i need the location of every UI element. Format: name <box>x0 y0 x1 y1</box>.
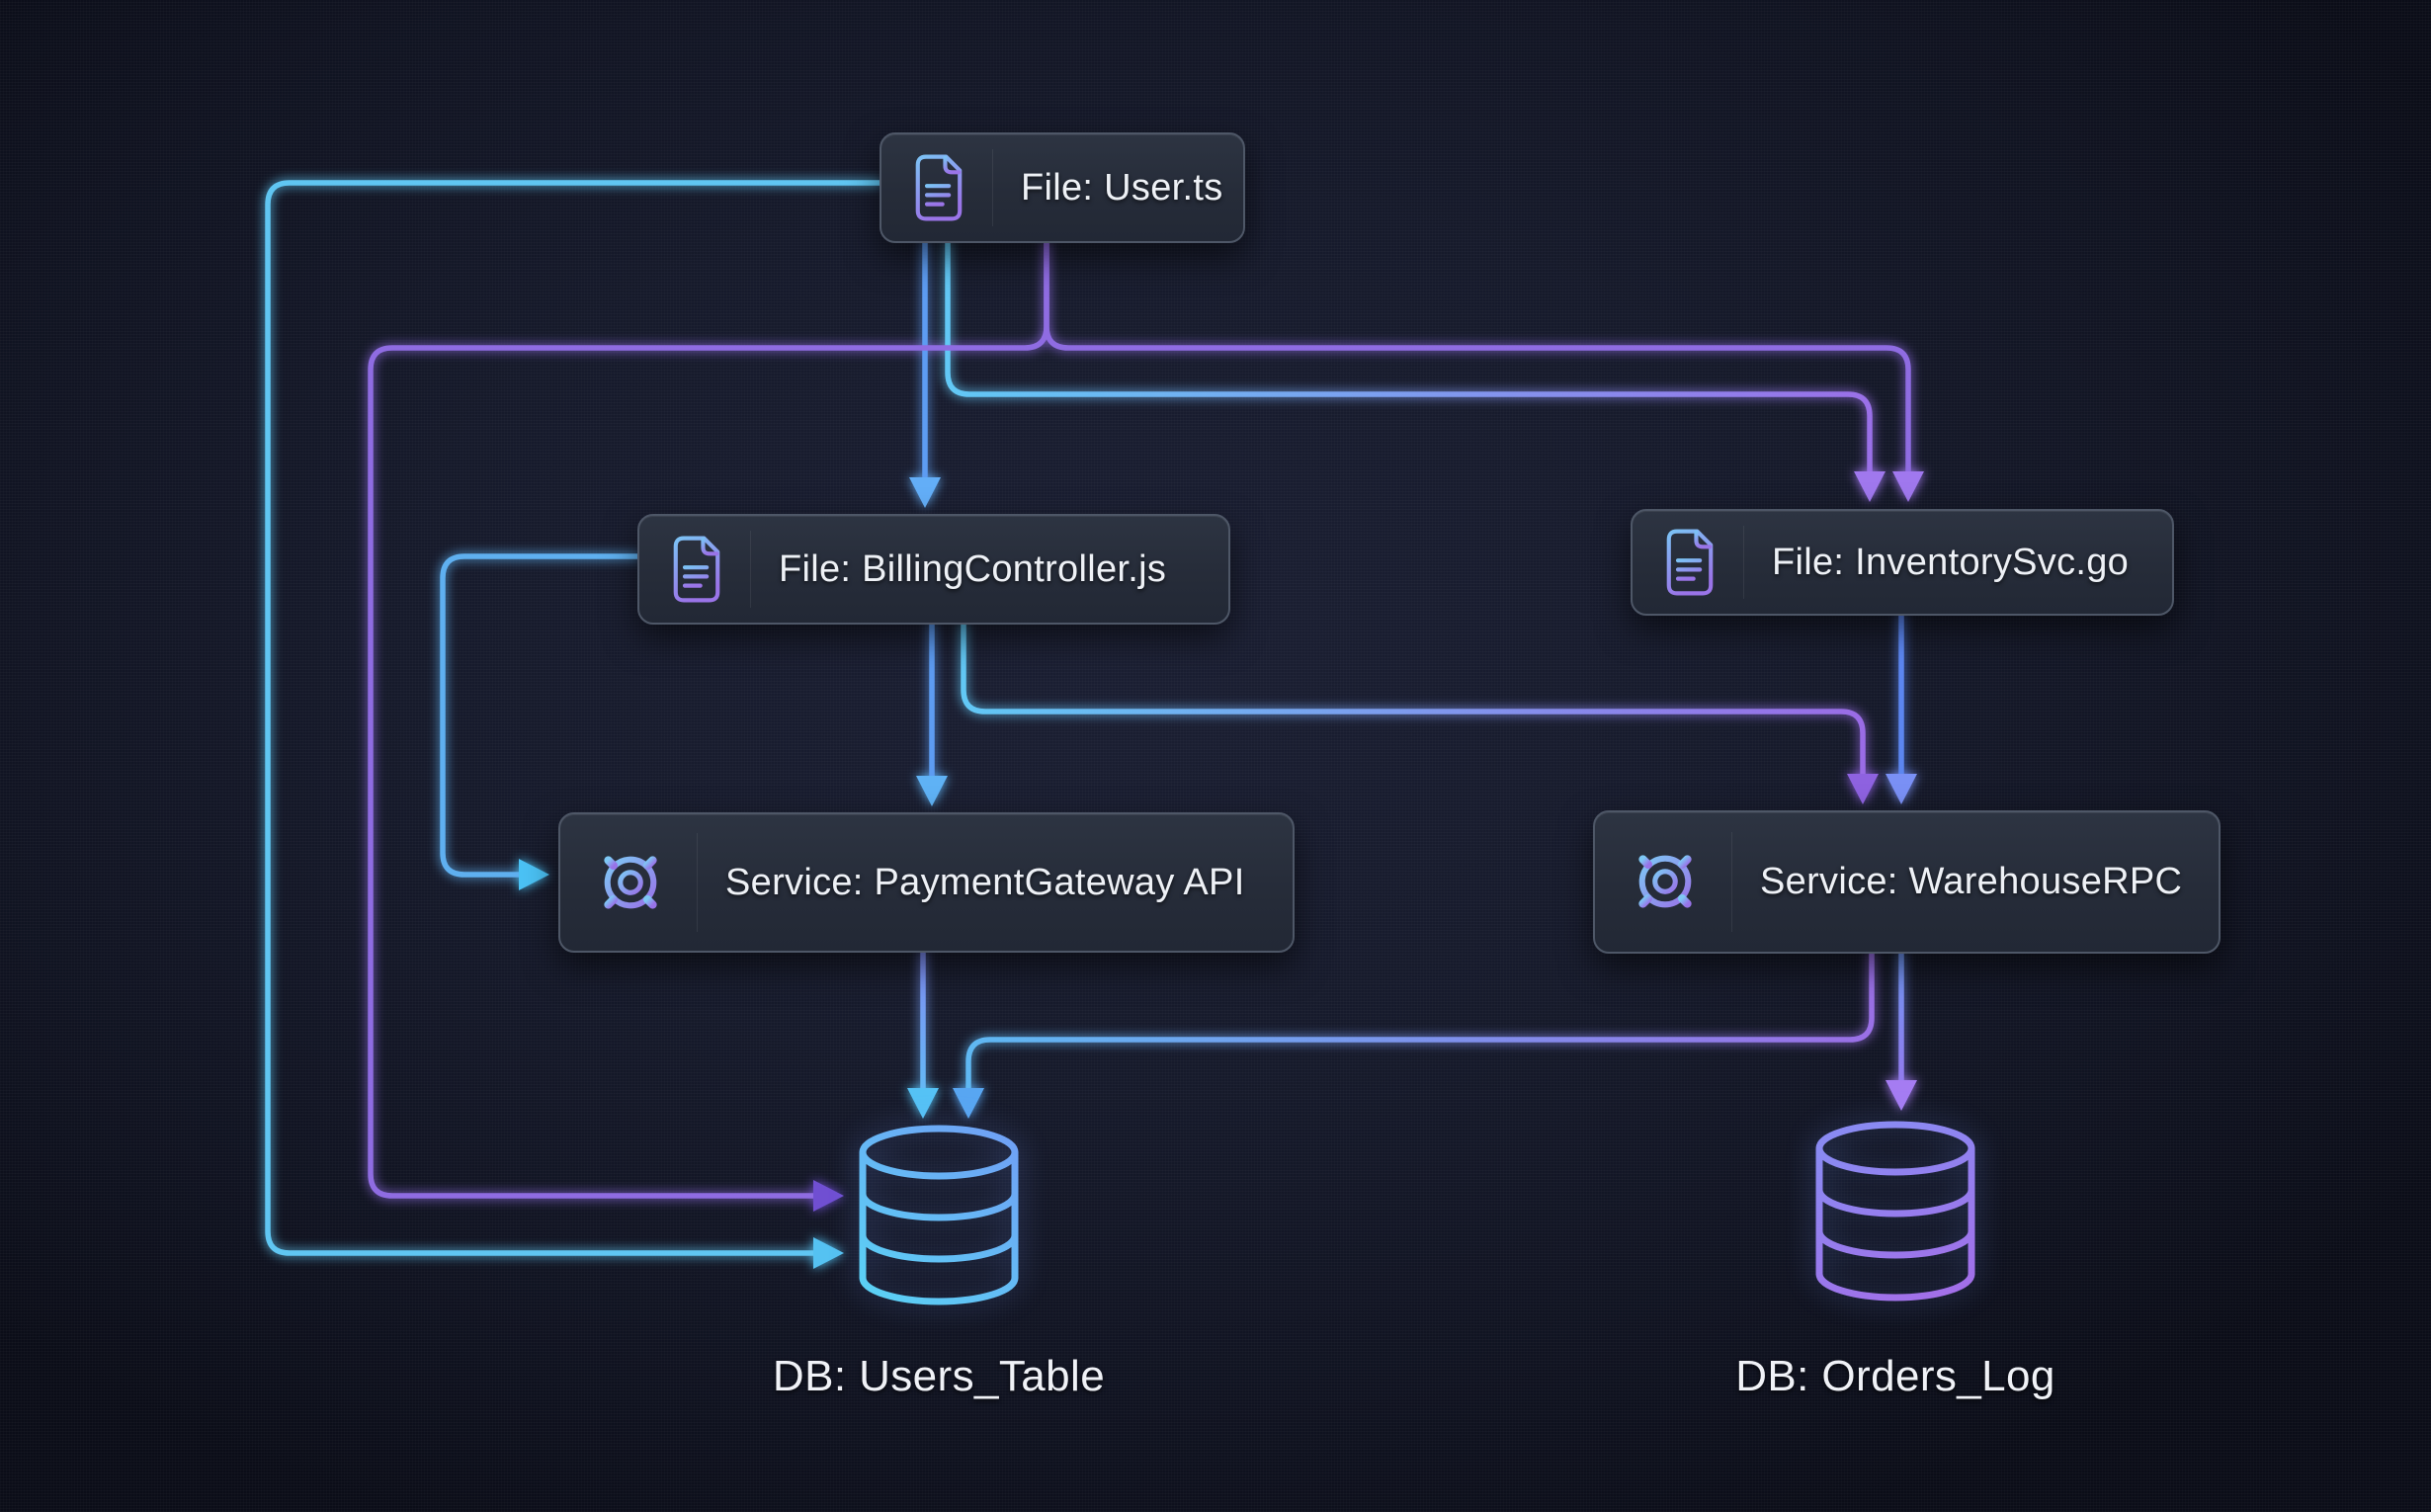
node-db-users-table[interactable] <box>855 1125 1023 1314</box>
arrowhead <box>916 776 948 806</box>
database-icon <box>1815 1121 1975 1302</box>
node-file-billing-controller[interactable]: File: BillingController.js <box>637 514 1230 625</box>
node-file-user-ts[interactable]: File: User.ts <box>880 132 1245 243</box>
arrowhead <box>1892 471 1924 502</box>
node-label: Service: PaymentGateway API <box>725 861 1245 903</box>
node-service-payment-gateway[interactable]: Service: PaymentGateway API <box>558 812 1295 953</box>
gear-icon <box>1625 831 1732 933</box>
edge-billing-payment-loop <box>440 553 640 878</box>
arrowhead <box>907 1088 939 1119</box>
edge-user-inventory-outer <box>1044 240 1911 475</box>
db-orders-log-label: DB: Orders_Log <box>1735 1352 2055 1400</box>
arrowhead <box>813 1180 844 1212</box>
arrowhead <box>953 1088 984 1119</box>
node-label: File: InventorySvc.go <box>1772 541 2130 583</box>
edge-user-usersdb-purple <box>368 240 1049 1199</box>
arrowhead <box>813 1237 844 1269</box>
file-icon <box>1662 525 1744 600</box>
node-label: Service: WarehouseRPC <box>1760 861 2183 902</box>
db-users-table-label: DB: Users_Table <box>772 1352 1106 1400</box>
arrowhead <box>519 859 549 890</box>
arrowhead <box>1847 774 1879 804</box>
node-label: File: BillingController.js <box>779 547 1167 590</box>
database-icon <box>859 1125 1019 1305</box>
arrowhead <box>1886 1080 1917 1111</box>
edge-warehouse-usersdb <box>965 951 1875 1092</box>
edge-billing-warehouse <box>961 622 1866 778</box>
file-icon <box>911 149 993 226</box>
node-label: File: User.ts <box>1021 166 1223 209</box>
node-file-inventory-svc[interactable]: File: InventorySvc.go <box>1631 509 2174 616</box>
arrowhead <box>1854 471 1886 502</box>
gear-icon <box>590 833 698 932</box>
edge-user-usersdb-cyan <box>265 180 882 1256</box>
node-service-warehouse-rpc[interactable]: Service: WarehouseRPC <box>1593 810 2221 954</box>
arrowhead <box>1886 774 1917 804</box>
node-db-orders-log[interactable] <box>1811 1121 1979 1310</box>
edge-user-inventory-inner <box>945 240 1873 475</box>
file-icon <box>669 531 751 608</box>
arrowhead <box>909 477 941 508</box>
